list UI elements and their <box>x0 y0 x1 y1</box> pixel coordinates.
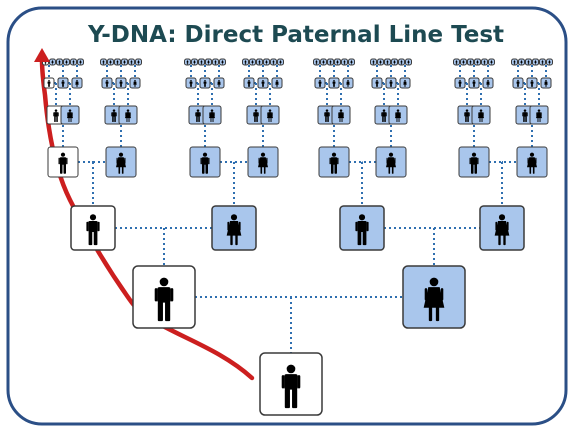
female-relative-box <box>213 77 225 89</box>
male-relative-box <box>184 58 191 66</box>
female-relative-box <box>518 58 525 66</box>
male-relative-box <box>341 58 348 66</box>
female-relative-box <box>482 77 494 89</box>
female-relative-box <box>402 265 466 329</box>
female-relative-box <box>348 58 355 66</box>
male-relative-box <box>468 77 480 89</box>
male-relative-box <box>327 58 334 66</box>
male-relative-box <box>189 146 221 178</box>
female-relative-box <box>71 77 83 89</box>
female-relative-box <box>488 58 495 66</box>
male-relative-box <box>370 58 377 66</box>
male-relative-box <box>525 58 532 66</box>
female-relative-box <box>211 205 257 251</box>
male-relative-box <box>100 58 107 66</box>
male-relative-box <box>318 146 350 178</box>
female-relative-box <box>105 146 137 178</box>
male-relative-box <box>256 58 263 66</box>
female-relative-box <box>60 105 80 125</box>
female-relative-box <box>529 105 549 125</box>
direct-paternal-ancestor-box <box>132 265 196 329</box>
male-relative-box <box>511 58 518 66</box>
arrow-up-icon <box>34 48 50 62</box>
female-relative-box <box>391 58 398 66</box>
female-relative-box <box>129 77 141 89</box>
male-relative-box <box>198 58 205 66</box>
male-relative-box <box>114 58 121 66</box>
female-relative-box <box>191 58 198 66</box>
male-relative-box <box>257 77 269 89</box>
male-relative-box <box>56 58 63 66</box>
diagram-title: Y-DNA: Direct Paternal Line Test <box>87 22 504 48</box>
female-relative-box <box>205 58 212 66</box>
male-relative-box <box>385 77 397 89</box>
female-relative-box <box>405 58 412 66</box>
direct-paternal-ancestor-box <box>70 205 116 251</box>
male-relative-box <box>467 58 474 66</box>
female-relative-box <box>546 58 553 66</box>
arrowhead-shape <box>34 48 50 62</box>
female-relative-box <box>277 58 284 66</box>
male-relative-box <box>339 205 385 251</box>
male-relative-box <box>199 77 211 89</box>
female-relative-box <box>375 146 407 178</box>
female-relative-box <box>260 105 280 125</box>
female-relative-box <box>135 58 142 66</box>
female-relative-box <box>540 77 552 89</box>
male-relative-box <box>128 58 135 66</box>
male-relative-box <box>512 77 524 89</box>
male-relative-box <box>539 58 546 66</box>
female-relative-box <box>471 105 491 125</box>
direct-paternal-ancestor-box <box>43 77 55 89</box>
male-relative-box <box>398 58 405 66</box>
female-relative-box <box>121 58 128 66</box>
female-relative-box <box>320 58 327 66</box>
female-relative-box <box>460 58 467 66</box>
male-relative-box <box>212 58 219 66</box>
male-relative-box <box>454 77 466 89</box>
female-relative-box <box>263 58 270 66</box>
male-relative-box <box>243 77 255 89</box>
female-relative-box <box>532 58 539 66</box>
female-relative-box <box>49 58 56 66</box>
male-relative-box <box>57 77 69 89</box>
male-relative-box <box>481 58 488 66</box>
female-relative-box <box>516 146 548 178</box>
direct-paternal-ancestor-box <box>47 146 79 178</box>
male-relative-box <box>458 146 490 178</box>
female-relative-box <box>342 77 354 89</box>
female-relative-box <box>388 105 408 125</box>
male-relative-box <box>101 77 113 89</box>
tree-boxes <box>42 58 553 416</box>
female-relative-box <box>63 58 70 66</box>
female-relative-box <box>377 58 384 66</box>
female-relative-box <box>107 58 114 66</box>
female-relative-box <box>399 77 411 89</box>
female-relative-box <box>118 105 138 125</box>
male-relative-box <box>185 77 197 89</box>
female-relative-box <box>219 58 226 66</box>
male-relative-box <box>270 58 277 66</box>
male-relative-box <box>70 58 77 66</box>
male-relative-box <box>314 77 326 89</box>
male-relative-box <box>384 58 391 66</box>
male-relative-box <box>453 58 460 66</box>
male-relative-box <box>242 58 249 66</box>
female-relative-box <box>331 105 351 125</box>
female-relative-box <box>247 146 279 178</box>
male-relative-box <box>313 58 320 66</box>
direct-paternal-ancestor-box <box>259 352 323 416</box>
female-relative-box <box>77 58 84 66</box>
female-relative-box <box>474 58 481 66</box>
male-relative-box <box>115 77 127 89</box>
female-relative-box <box>479 205 525 251</box>
female-relative-box <box>271 77 283 89</box>
male-relative-box <box>526 77 538 89</box>
female-relative-box <box>334 58 341 66</box>
female-relative-box <box>249 58 256 66</box>
male-relative-box <box>328 77 340 89</box>
female-relative-box <box>202 105 222 125</box>
male-relative-box <box>371 77 383 89</box>
